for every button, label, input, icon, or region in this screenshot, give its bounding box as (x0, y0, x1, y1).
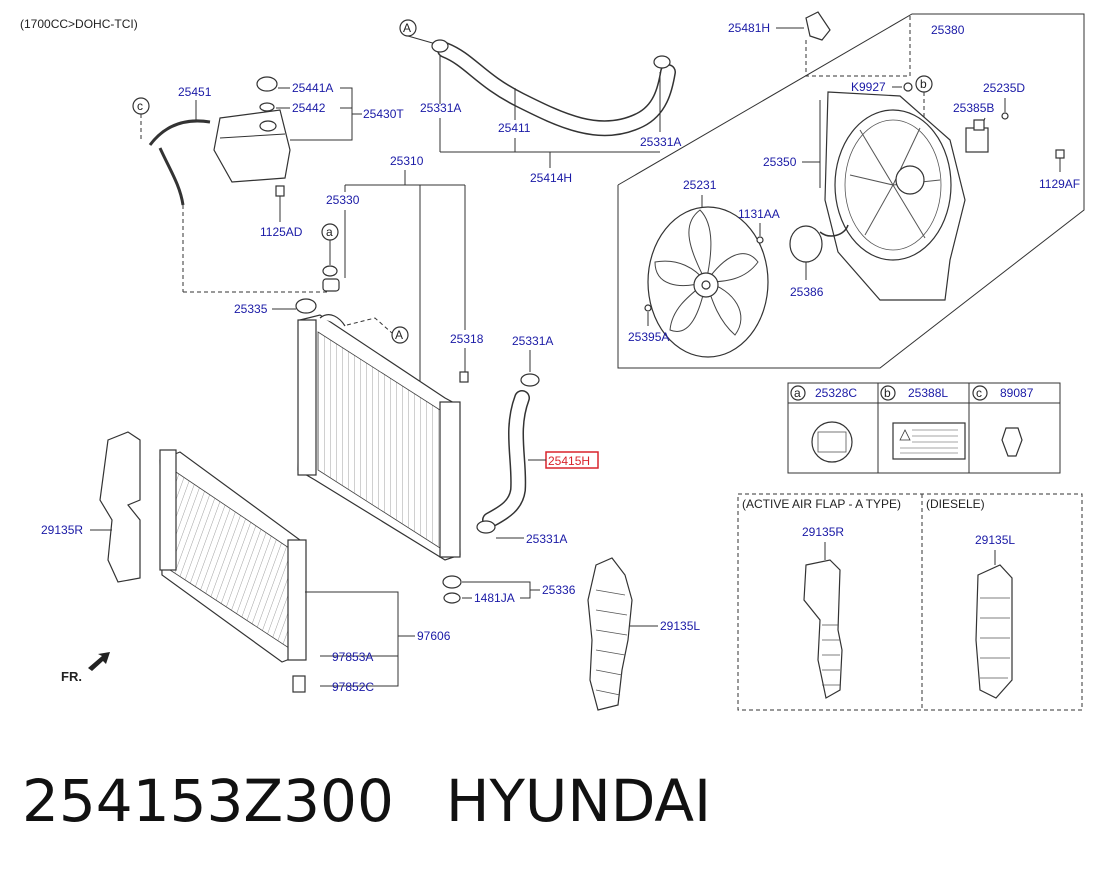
legend-part-c: 89087 (1000, 386, 1034, 400)
label-1129AF: 1129AF (1039, 177, 1080, 191)
legend-key-a: a (794, 386, 801, 400)
front-arrow-icon (88, 652, 110, 671)
label-25331A-top2: 25331A (640, 135, 681, 149)
label-25335: 25335 (234, 302, 268, 316)
label-25235D: 25235D (983, 81, 1025, 95)
warning-label-icon (892, 422, 966, 460)
label-25415H: 25415H (548, 454, 590, 468)
label-1131AA: 1131AA (738, 207, 780, 221)
label-25310: 25310 (390, 154, 424, 168)
variant-left-part: 29135R (802, 525, 844, 539)
label-25336: 25336 (542, 583, 576, 597)
label-29135R: 29135R (41, 523, 83, 537)
label-29135L: 29135L (660, 619, 700, 633)
label-25231: 25231 (683, 178, 717, 192)
label-1125AD: 1125AD (260, 225, 303, 239)
label-25331A-low: 25331A (526, 532, 567, 546)
label-25414H: 25414H (530, 171, 572, 185)
callout-c-left: c (137, 99, 143, 113)
variant-left-title: (ACTIVE AIR FLAP - A TYPE) (742, 497, 901, 511)
clip-icon (1001, 427, 1023, 457)
label-97606: 97606 (417, 629, 451, 643)
front-indicator: FR. (61, 669, 82, 684)
legend-key-b: b (884, 386, 891, 400)
label-25331A-mid: 25331A (512, 334, 553, 348)
label-25386: 25386 (790, 285, 824, 299)
footer-title: 254153Z300 HYUNDAI (22, 766, 711, 836)
label-25442: 25442 (292, 101, 326, 115)
callout-A-rad: A (395, 328, 403, 342)
variant-note: (1700CC>DOHC-TCI) (20, 17, 138, 31)
variant-right-part: 29135L (975, 533, 1015, 547)
label-25318: 25318 (450, 332, 484, 346)
label-97852C: 97852C (332, 680, 374, 694)
label-25411: 25411 (498, 121, 531, 135)
callout-b: b (920, 77, 927, 91)
footer-part-number: 254153Z300 (22, 767, 394, 835)
callout-a-rad: a (326, 225, 333, 239)
variants-box: (ACTIVE AIR FLAP - A TYPE) (DIESELE) 291… (737, 493, 1083, 711)
label-25441A: 25441A (292, 81, 333, 95)
label-1481JA: 1481JA (474, 591, 515, 605)
label-25430T: 25430T (363, 107, 404, 121)
callout-A-top: A (403, 21, 411, 35)
fan-assembly-group: 25380 25481H K9927 b 25235D 25385B 25350… (617, 11, 1085, 369)
label-97853A: 97853A (332, 650, 373, 664)
shield-left-group: 29135L (587, 557, 700, 711)
label-25380: 25380 (931, 23, 965, 37)
label-25481H: 25481H (728, 21, 770, 35)
label-K9927: K9927 (851, 80, 886, 94)
upper-hose-group: A 25331A 25411 25331A 25414H (399, 19, 681, 185)
footer-brand: HYUNDAI (445, 767, 712, 835)
label-25385B: 25385B (953, 101, 994, 115)
label-25330: 25330 (326, 193, 360, 207)
label-25395A: 25395A (628, 330, 669, 344)
legend-key-c: c (976, 386, 982, 400)
parts-diagram: (1700CC>DOHC-TCI) A 25331A 25411 25331A … (20, 11, 1085, 711)
reservoir-group: c 25451 25441A 25442 25430T 1125AD (132, 76, 404, 293)
legend-part-a: 25328C (815, 386, 857, 400)
variant-right-title: (DIESELE) (926, 497, 985, 511)
label-25350: 25350 (763, 155, 797, 169)
legend-table: a 25328C b 25388L c 89087 (787, 382, 1061, 474)
condenser-group: 29135R 97606 97853A 97852C FR. (41, 431, 451, 694)
label-25331A-top: 25331A (420, 101, 461, 115)
label-25451: 25451 (178, 85, 212, 99)
legend-part-b: 25388L (908, 386, 948, 400)
radiator-group: 25310 25330 a 25335 A 25318 25331A (234, 154, 599, 605)
